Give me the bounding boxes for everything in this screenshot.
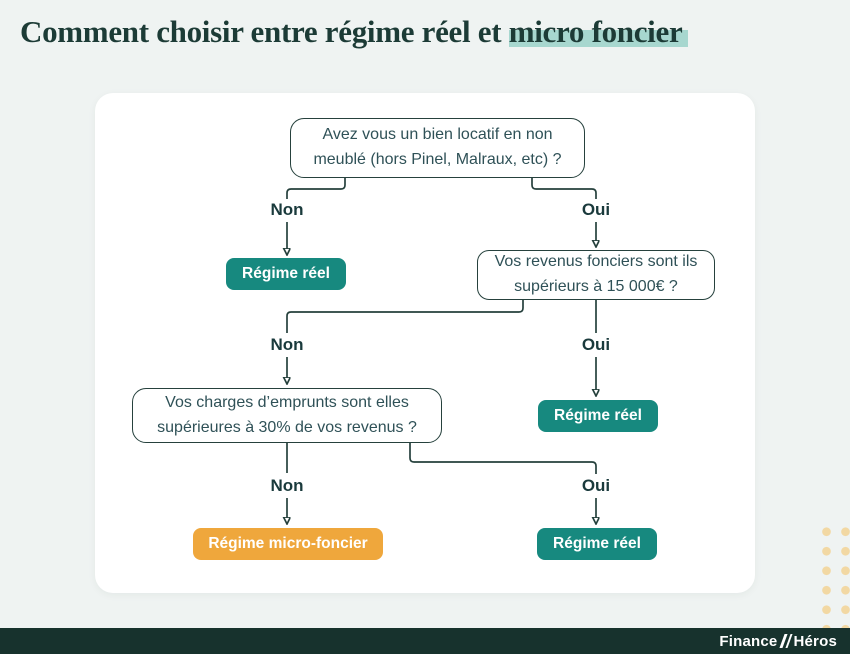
branch-label-oui-3: Oui	[581, 476, 611, 495]
connector-q1-non	[286, 178, 346, 199]
flowchart-card: Avez vous un bien locatif en non meublé …	[95, 93, 755, 593]
question-charges-emprunts: Vos charges d’emprunts sont elles supéri…	[132, 388, 442, 443]
branch-label-oui-1: Oui	[581, 200, 611, 219]
branch-label-non-3: Non	[270, 476, 304, 495]
result-regime-reel-2: Régime réel	[538, 400, 658, 432]
question-text: Vos charges d’emprunts sont elles supéri…	[157, 393, 417, 436]
title-highlight: micro foncier	[508, 14, 689, 49]
branch-label-non-2: Non	[270, 335, 304, 354]
connector-q2-non	[286, 300, 524, 333]
branch-label-oui-2: Oui	[581, 335, 611, 354]
question-text: Avez vous un bien locatif en non meublé …	[313, 126, 562, 168]
finance-heros-logo: Finance Héros	[719, 633, 837, 650]
branch-label-non-1: Non	[270, 200, 304, 219]
connector-q1-oui	[531, 178, 597, 199]
double-slash-icon	[779, 634, 794, 648]
connector-q3-oui	[409, 443, 597, 474]
footer-bar: Finance Héros	[0, 628, 850, 654]
result-regime-reel-3: Régime réel	[537, 528, 657, 560]
brand-heros: Héros	[793, 632, 837, 650]
question-revenus-fonciers: Vos revenus fonciers sont ils supérieurs…	[477, 250, 715, 300]
result-regime-micro-foncier: Régime micro-foncier	[193, 528, 383, 560]
dots-pattern	[813, 518, 850, 630]
question-bien-locatif: Avez vous un bien locatif en non meublé …	[290, 118, 585, 178]
result-regime-reel-1: Régime réel	[226, 258, 346, 290]
brand-finance: Finance	[719, 632, 778, 650]
title-prefix: Comment choisir entre régime réel et	[20, 14, 509, 49]
page-title: Comment choisir entre régime réel et mic…	[20, 14, 810, 50]
question-text: Vos revenus fonciers sont ils supérieurs…	[494, 253, 698, 295]
